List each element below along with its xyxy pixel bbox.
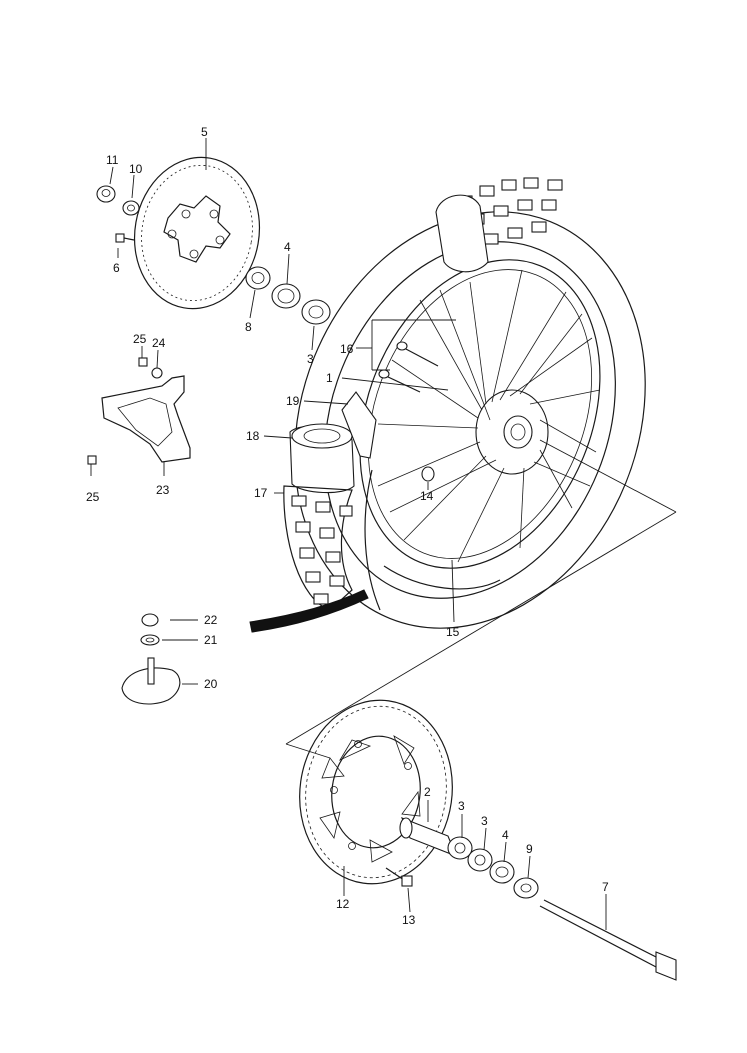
callout-4-upper: 4 [284,240,291,254]
callout-4-lower: 4 [502,828,509,842]
rim-strip [341,391,377,459]
callout-5: 5 [201,125,208,139]
rear-axle [539,899,677,981]
callout-11: 11 [106,153,119,167]
guard-nut [151,367,163,379]
callout-13: 13 [402,913,416,927]
callout-16: 16 [340,342,354,356]
guard-bolt-lower [87,455,97,465]
tube-section [289,423,355,494]
callout-1: 1 [326,371,333,385]
callout-10: 10 [129,162,143,176]
oil-seal-upper [271,283,301,309]
callout-6: 6 [113,261,120,275]
tire-section [283,469,381,611]
callout-labels: 5 11 10 6 4 8 3 25 24 16 1 19 18 25 23 1… [86,125,609,927]
callout-15: 15 [446,625,460,639]
callout-8: 8 [245,320,252,334]
tube-valve [121,657,181,705]
callout-14: 14 [420,489,434,503]
spacer-upper [245,266,271,290]
disc-nut [96,185,116,203]
callout-25-upper: 25 [133,332,147,346]
callout-21: 21 [204,633,218,647]
callout-3-upper: 3 [307,352,314,366]
callout-12: 12 [336,897,350,911]
bearing-upper [301,299,331,325]
rear-wheel [294,177,646,629]
callout-2: 2 [424,785,431,799]
guard-bolt-upper [138,357,148,367]
axle-collar [513,877,539,899]
callout-20: 20 [204,677,218,691]
callout-3-lower-left: 3 [458,799,465,813]
bearing-lower-left [447,836,473,860]
callout-7: 7 [602,880,609,894]
callout-3-lower-right: 3 [481,814,488,828]
callout-18: 18 [246,429,260,443]
callout-23: 23 [156,483,170,497]
callout-24: 24 [152,336,166,350]
callout-22: 22 [204,613,218,627]
leader-lines [90,138,677,930]
valve-nut [141,613,159,627]
sprocket-bolt [385,867,413,887]
callout-17: 17 [254,486,268,500]
wheel-spacer [399,817,457,857]
oil-seal-lower [489,860,515,884]
valve-washer [140,634,160,646]
rear-sprocket [299,699,453,885]
callout-9: 9 [526,842,533,856]
bearing-lower-right [467,848,493,872]
tire-bead [249,589,369,633]
disc-bolt [115,233,135,243]
disc-guard [101,375,191,463]
brake-disc [133,156,261,310]
disc-washer [122,200,140,216]
callout-25-lower: 25 [86,490,100,504]
callout-19: 19 [286,394,300,408]
